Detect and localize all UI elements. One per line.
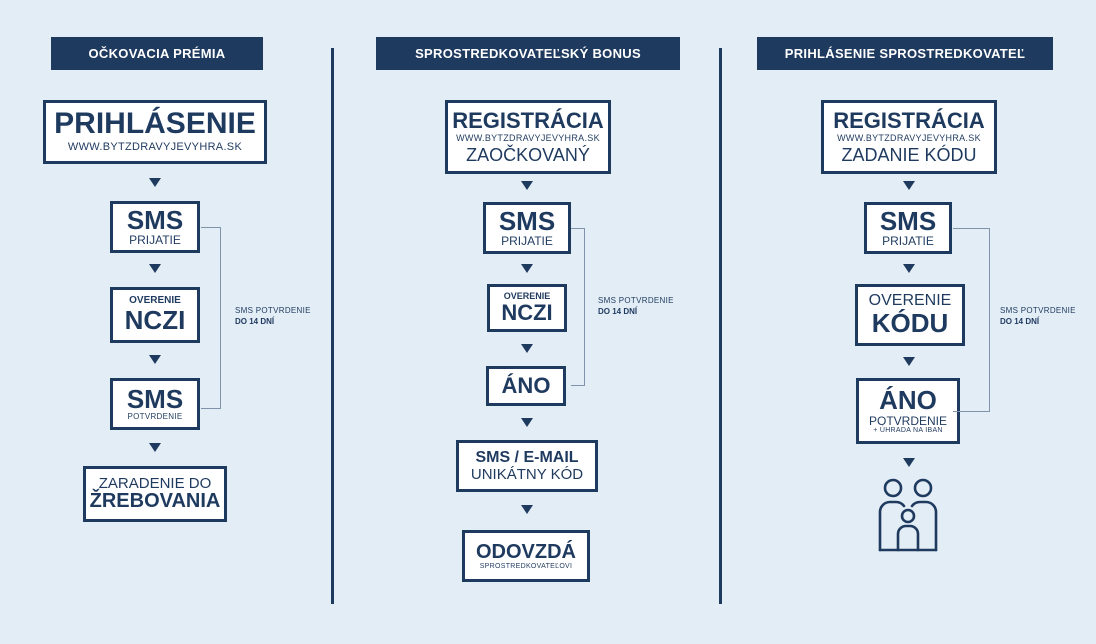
flow-arrow-icon xyxy=(521,181,533,190)
column-2-header: SPROSTREDKOVATEĽSKÝ BONUS xyxy=(376,37,680,70)
step-title: SMS xyxy=(126,384,184,415)
step-title: SMS / E-MAIL xyxy=(475,448,579,466)
step-title: PRIHLÁSENIE xyxy=(54,107,256,141)
column-divider-2 xyxy=(719,48,722,604)
step-overenie-nczi: OVERENIE NCZI xyxy=(110,287,200,343)
step-ano-potvrdenie: ÁNO POTVRDENIE + ÚHRADA NA IBAN xyxy=(856,378,960,444)
step-sub: PRIJATIE xyxy=(501,234,553,249)
step-title: ÁNO xyxy=(501,373,551,399)
flow-arrow-icon xyxy=(149,355,161,364)
step-sub: POTVRDENIE xyxy=(868,413,947,428)
step-registracia: REGISTRÁCIA WWW.BYTZDRAVYJEVYHRA.SK ZADA… xyxy=(821,100,997,174)
step-title: ODOVZDÁ xyxy=(476,540,576,563)
flow-arrow-icon xyxy=(149,443,161,452)
step-sub2: + ÚHRADA NA IBAN xyxy=(873,427,943,435)
sms-confirmation-note: SMS POTVRDENIE DO 14 DNÍ xyxy=(235,306,311,326)
step-line2: ŽREBOVANIA xyxy=(89,490,221,513)
step-sub: PRIJATIE xyxy=(129,233,181,248)
step-sub: UNIKÁTNY KÓD xyxy=(470,465,584,483)
step-overenie-nczi: OVERENIE NCZI xyxy=(487,284,567,332)
step-sms-potvrdenie: SMS POTVRDENIE xyxy=(110,378,200,430)
flow-arrow-icon xyxy=(149,264,161,273)
step-title: NCZI xyxy=(124,304,186,335)
flow-arrow-icon xyxy=(521,264,533,273)
sms-confirmation-note: SMS POTVRDENIE DO 14 DNÍ xyxy=(1000,306,1076,326)
flow-arrow-icon xyxy=(903,357,915,366)
family-icon xyxy=(878,478,938,552)
sms-confirmation-bracket xyxy=(201,227,221,409)
step-sms-email: SMS / E-MAIL UNIKÁTNY KÓD xyxy=(456,440,598,492)
step-pre: OVERENIE xyxy=(129,295,181,307)
step-zaradenie: ZARADENIE DO ŽREBOVANIA xyxy=(83,466,227,522)
step-title: NCZI xyxy=(501,300,553,326)
step-title: KÓDU xyxy=(871,307,949,338)
step-sms-prijatie: SMS PRIJATIE xyxy=(483,202,571,254)
flow-arrow-icon xyxy=(903,181,915,190)
step-registracia: REGISTRÁCIA WWW.BYTZDRAVYJEVYHRA.SK ZAOČ… xyxy=(445,100,611,174)
step-title: REGISTRÁCIA xyxy=(452,108,604,134)
step-url: WWW.BYTZDRAVYJEVYHRA.SK xyxy=(67,140,243,153)
step-title: REGISTRÁCIA xyxy=(833,108,985,134)
step-pre: OVERENIE xyxy=(868,291,952,309)
step-sub: ZAOČKOVANÝ xyxy=(466,144,590,165)
step-url: WWW.BYTZDRAVYJEVYHRA.SK xyxy=(456,133,600,144)
step-title: SMS xyxy=(126,205,184,236)
column-1-header: OČKOVACIA PRÉMIA xyxy=(51,37,263,70)
step-sms-prijatie: SMS PRIJATIE xyxy=(864,202,952,254)
flow-arrow-icon xyxy=(903,458,915,467)
step-title: SMS xyxy=(498,206,556,237)
flow-arrow-icon xyxy=(903,264,915,273)
step-overenie-kodu: OVERENIE KÓDU xyxy=(855,284,965,346)
step-url: WWW.BYTZDRAVYJEVYHRA.SK xyxy=(837,133,981,144)
step-prihlasenie: PRIHLÁSENIE WWW.BYTZDRAVYJEVYHRA.SK xyxy=(43,100,267,164)
flow-arrow-icon xyxy=(521,344,533,353)
flow-arrow-icon xyxy=(521,418,533,427)
step-pre: OVERENIE xyxy=(503,290,551,301)
step-ano: ÁNO xyxy=(486,366,566,406)
step-title: ÁNO xyxy=(879,385,937,416)
step-sms-prijatie: SMS PRIJATIE xyxy=(110,201,200,253)
column-3-header: PRIHLÁSENIE SPROSTREDKOVATEĽ xyxy=(757,37,1053,70)
flow-arrow-icon xyxy=(521,505,533,514)
sms-confirmation-note: SMS POTVRDENIE DO 14 DNÍ xyxy=(598,296,674,316)
step-sub: POTVRDENIE xyxy=(127,412,183,422)
flow-arrow-icon xyxy=(149,178,161,187)
sms-confirmation-bracket xyxy=(953,228,990,412)
step-title: SMS xyxy=(879,206,937,237)
step-odovzda: ODOVZDÁ SPROSTREDKOVATEĽOVI xyxy=(462,530,590,582)
sms-confirmation-bracket xyxy=(571,228,585,386)
step-line1: ZARADENIE DO xyxy=(98,474,212,492)
step-sub: PRIJATIE xyxy=(882,234,934,249)
step-sub: ZADANIE KÓDU xyxy=(841,144,977,165)
step-sub: SPROSTREDKOVATEĽOVI xyxy=(479,562,573,570)
column-divider-1 xyxy=(331,48,334,604)
